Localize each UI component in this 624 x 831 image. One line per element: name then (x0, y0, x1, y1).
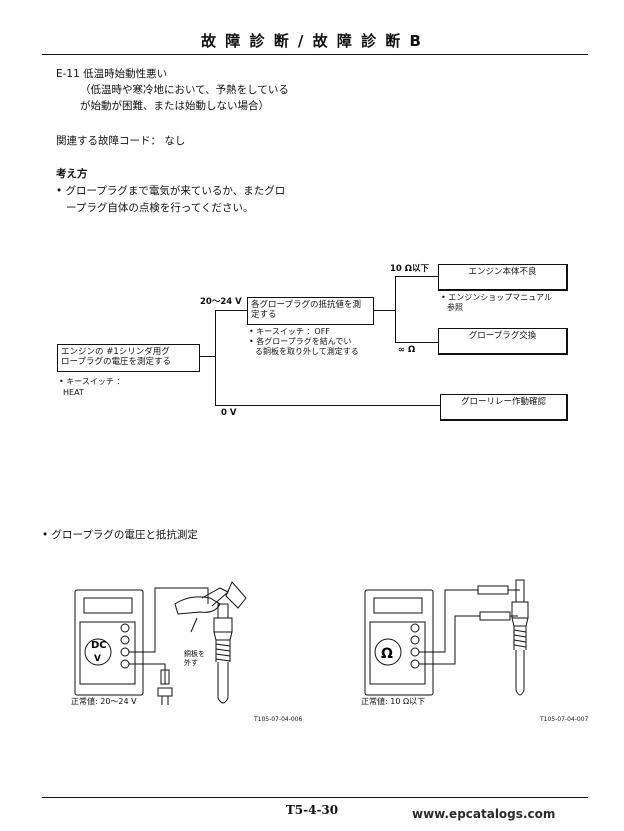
glow-plug-terminal (515, 579, 525, 603)
ohm-label: Ω (381, 646, 393, 662)
flow-line (395, 342, 438, 343)
flow-line (215, 310, 247, 311)
voltage-measurement-figure: DC V 銅板を 外す (74, 581, 247, 705)
pointer-arrow (190, 617, 198, 633)
start-box: エンジンの #1シリンダ用グ ロープラグの電圧を測定する (57, 344, 200, 372)
branch-voltage-ok: 20〜24 V (200, 297, 242, 307)
glow-plug-body (511, 617, 529, 627)
resistance-measurement-figure: Ω (364, 579, 529, 696)
branch-infinite-resistance: ∞ Ω (398, 345, 416, 355)
glow-plug-sheath (217, 662, 229, 704)
result-engine: エンジン本体不良 (468, 267, 537, 277)
flow-line (374, 310, 396, 311)
right-normal-value: 正常値: 10 Ω以下 (361, 697, 426, 706)
glow-plug-body (213, 631, 233, 641)
glow-plug-sheath (515, 650, 525, 696)
approach-line2: ープラグ自体の点検を行ってください。 (66, 202, 254, 214)
glow-plug-thread-lines (215, 643, 231, 662)
result-engine-box: エンジン本体不良 (438, 264, 568, 291)
connector-wire (201, 587, 229, 607)
start-note1: • キースイッチ ： (59, 377, 125, 386)
multimeter-jack (120, 659, 130, 669)
footer-rule (42, 797, 588, 798)
flow-line (215, 405, 440, 406)
multimeter-jack (120, 635, 130, 645)
section-sub-line1: （低温時や寒冷地において、予熱をしている (80, 84, 289, 96)
multimeter-jack (410, 647, 420, 657)
multimeter-display (83, 597, 133, 614)
left-normal-value: 正常値: 20〜24 V (71, 697, 137, 706)
flow-line (215, 310, 216, 406)
flow-line (395, 276, 396, 343)
test-lead-2 (419, 615, 480, 665)
probe-tip (160, 669, 170, 685)
result-replace: グロープラグ交換 (468, 331, 537, 341)
result-engine-note1: • エンジンショップマニュアル (441, 293, 553, 302)
flow-line (200, 356, 216, 357)
probe-2 (479, 611, 511, 621)
left-figure-code: T105-07-04-006 (254, 716, 303, 723)
multimeter-panel (79, 621, 136, 685)
branch-voltage-zero: 0 V (221, 408, 237, 418)
approach-title: 考え方 (56, 168, 88, 180)
branch-low-resistance: 10 Ω以下 (390, 264, 430, 274)
glow-plug-nut (213, 617, 233, 633)
start-line2: ロープラグの電圧を測定する (61, 357, 171, 367)
multimeter-body (74, 589, 144, 696)
probe-1 (477, 585, 509, 595)
right-figure-code: T105-07-04-007 (540, 716, 589, 723)
multimeter-panel (369, 621, 426, 685)
copper-plate (225, 581, 247, 609)
approach-line1: • グロープラグまで電気が来ているか、またグロ (56, 185, 286, 197)
test-lead-positive (129, 587, 209, 653)
section-code: E-11 (56, 68, 80, 80)
copper-label-1: 銅板を (184, 649, 205, 658)
multimeter-jack (120, 623, 130, 633)
header-rule (42, 54, 588, 55)
test-lead-1 (419, 589, 478, 653)
resistance-box: 各グロープラグの抵抗値を測 定する (247, 297, 374, 325)
multimeter-jack (410, 659, 420, 669)
multimeter-body (364, 589, 434, 696)
start-note2: HEAT (63, 388, 84, 397)
start-line1: エンジンの #1シリンダ用グ (61, 347, 170, 357)
resist-line1: 各グロープラグの抵抗値を測 (251, 300, 361, 310)
resist-note2: • 各グロープラグを結んでい (249, 337, 352, 346)
result-replace-box: グロープラグ交換 (438, 328, 568, 355)
resist-note1: • キースイッチ ：OFF (249, 327, 330, 336)
multimeter-dial (84, 638, 112, 666)
ground-clip (157, 687, 173, 697)
related-code: 関連する故障コード： なし (56, 135, 186, 147)
multimeter-jack (410, 635, 420, 645)
glow-plug-terminal (217, 603, 229, 619)
glow-plug-thread-lines (513, 629, 527, 648)
section-sub-line2: が始動が困難、または始動しない場合） (80, 100, 269, 112)
page-number: T5-4-30 (285, 803, 339, 817)
figure-caption: • グロープラグの電圧と抵抗測定 (42, 529, 198, 541)
watermark: www.epcatalogs.com (412, 807, 556, 821)
test-lead-negative (129, 663, 166, 684)
result-engine-note2: 参照 (447, 303, 463, 312)
ground-leg (161, 696, 169, 705)
copper-label-2: 外す (184, 658, 198, 667)
multimeter-jack (410, 623, 420, 633)
page-title: 故 障 診 断 / 故 障 診 断 B (201, 32, 423, 50)
multimeter-display (373, 597, 423, 614)
section-heading: E-11 低温時始動性悪い (56, 66, 167, 82)
result-relay-box: グローリレー作動確認 (440, 394, 568, 421)
v-label: V (94, 654, 101, 664)
section-title: 低温時始動性悪い (83, 68, 168, 80)
resist-line2: 定する (251, 310, 277, 320)
result-relay: グローリレー作動確認 (460, 397, 546, 407)
flow-line (395, 276, 438, 277)
multimeter-jack (120, 647, 130, 657)
resist-note3: る銅板を取り外して測定する (255, 347, 359, 356)
dc-label: DC (91, 640, 107, 651)
multimeter-dial (374, 638, 402, 666)
